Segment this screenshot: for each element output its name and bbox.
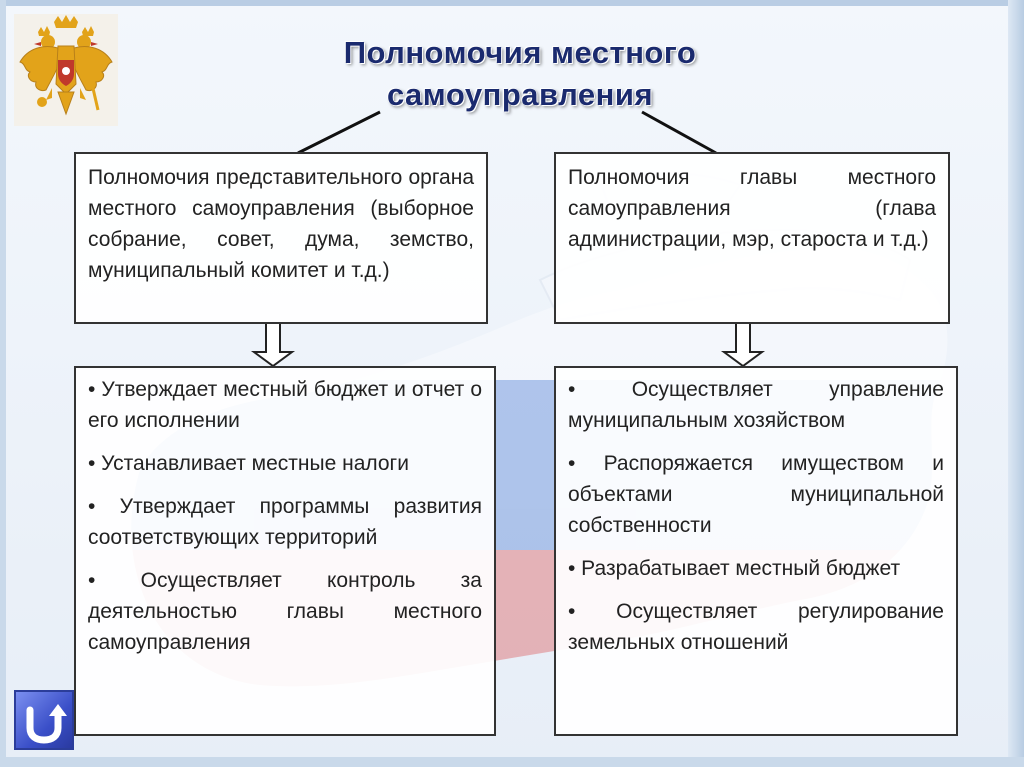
connector-title-to-right — [641, 110, 717, 155]
list-item: • Утверждает программы развития соответс… — [88, 495, 482, 549]
frame-top-edge — [0, 0, 1024, 6]
list-item: • Осуществляет регулирование земельных о… — [568, 600, 944, 654]
double-headed-eagle-coat-of-arms-icon — [14, 14, 118, 126]
representative-body-powers-list: • Утверждает местный бюджет и отчет о ег… — [74, 366, 496, 736]
list-item: • Осуществляет управление муниципальным … — [568, 378, 944, 432]
list-item: • Утверждает местный бюджет и отчет о ег… — [88, 378, 482, 432]
head-of-municipality-header: Полномочия главы местного самоуправления… — [568, 166, 936, 251]
frame-right-edge — [1008, 0, 1024, 767]
representative-body-header: Полномочия представительного органа мест… — [88, 166, 474, 282]
list-item: • Распоряжается имуществом и объектами м… — [568, 452, 944, 537]
slide-title: Полномочия местного самоуправления — [250, 32, 790, 116]
return-arrow-icon — [26, 704, 67, 744]
representative-body-box: Полномочия представительного органа мест… — [74, 152, 488, 324]
head-of-municipality-box: Полномочия главы местного самоуправления… — [554, 152, 950, 324]
head-of-municipality-powers-list: • Осуществляет управление муниципальным … — [554, 366, 958, 736]
return-button[interactable] — [14, 690, 74, 750]
frame-bottom-edge — [0, 757, 1024, 767]
connector-title-to-left — [297, 110, 381, 155]
down-arrow-icon-right — [720, 324, 766, 368]
down-arrow-icon-left — [250, 324, 296, 368]
list-item: • Устанавливает местные налоги — [88, 452, 409, 475]
frame-left-edge — [0, 0, 6, 767]
list-item: • Разрабатывает местный бюджет — [568, 557, 901, 580]
slide-title-line-2: самоуправления — [386, 77, 654, 112]
slide-title-line-1: Полномочия местного — [343, 35, 697, 70]
list-item: • Осуществляет контроль за деятельностью… — [88, 569, 482, 654]
